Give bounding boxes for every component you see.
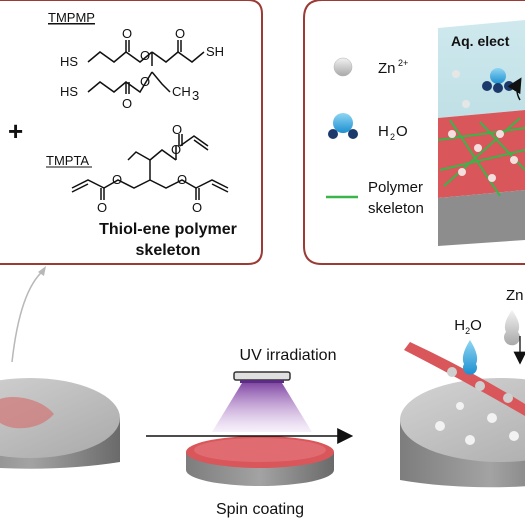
zn-ion-dot [452, 70, 460, 78]
zn-ion-label: Zn [378, 60, 396, 77]
svg-text:HS: HS [60, 54, 78, 69]
tmpmp-structure [87, 40, 205, 94]
polymer-label-line2: skeleton [368, 200, 424, 217]
water-drop-icon [462, 340, 478, 375]
zn-ion-icon [333, 57, 353, 77]
aq-electrolyte-title: Aq. elect [451, 33, 510, 49]
plus-sign: + [8, 116, 23, 146]
water-molecule-icon [328, 113, 358, 139]
svg-text:O: O [175, 26, 185, 41]
tmpmp-atoms: HS O O O SH HS O O CH 3 [60, 26, 224, 111]
svg-text:HS: HS [60, 84, 78, 99]
tmpta-atoms: O O O O O O [97, 122, 202, 215]
disc-pore-dots [435, 402, 519, 445]
skeleton-title-line1: Thiol-ene polymer [99, 221, 237, 238]
spin-coated-disc [186, 436, 334, 486]
svg-text:O: O [171, 142, 181, 157]
block-arrow-icon [507, 77, 522, 101]
svg-text:O: O [140, 48, 150, 63]
callout-arrow [11, 269, 45, 363]
svg-text:O: O [122, 96, 132, 111]
spin-coating-label: Spin coating [216, 501, 304, 518]
water-label-tail: O [396, 123, 408, 140]
precursor-drop [0, 397, 54, 429]
callout-arrow-head-icon [38, 266, 46, 276]
uv-lamp-emitter [240, 380, 284, 383]
skeleton-title-line2: skeleton [136, 242, 201, 259]
water-label-sub: 2 [390, 132, 395, 142]
polymer-fibers [437, 117, 525, 197]
water-label: H [378, 123, 389, 140]
polymer-pores [448, 130, 518, 182]
zn-ion-dot [462, 100, 470, 108]
electrode-zoom-illustration: Aq. elect [437, 20, 525, 246]
uv-lamp-icon [233, 371, 291, 381]
uv-light-cone [212, 383, 312, 432]
tmpta-label: TMPTA [46, 153, 89, 168]
svg-text:3: 3 [192, 88, 199, 103]
legend-panel: Zn 2+ H 2 O Polymer skeleton Aq. elect [303, 0, 525, 265]
tmpta-structure [71, 134, 229, 200]
polymer-strip [404, 342, 525, 416]
tmpmp-label: TMPMP [48, 10, 95, 25]
zn-drops [447, 367, 513, 403]
svg-text:O: O [140, 74, 150, 89]
coated-zinc-disc [400, 342, 525, 488]
svg-text:SH: SH [206, 44, 224, 59]
zn-drop-icon [503, 310, 520, 346]
svg-text:O: O [122, 26, 132, 41]
svg-text:O: O [177, 172, 187, 187]
svg-text:O: O [97, 200, 107, 215]
zn-ion-charge: 2+ [398, 58, 408, 68]
bare-zinc-disc [0, 378, 120, 469]
chemistry-panel: TMPMP HS O O O SH HS O [0, 0, 263, 265]
polymer-label-line1: Polymer [368, 179, 423, 196]
svg-text:O: O [172, 122, 182, 137]
water-drop-label: H2O [454, 317, 482, 336]
svg-text:O: O [192, 200, 202, 215]
uv-irradiation-label: UV irradiation [240, 347, 337, 364]
svg-text:O: O [112, 172, 122, 187]
zn-partial-label: Zn [506, 287, 524, 304]
svg-text:CH: CH [172, 84, 191, 99]
uv-irradiation-step: UV irradiation [212, 347, 336, 432]
